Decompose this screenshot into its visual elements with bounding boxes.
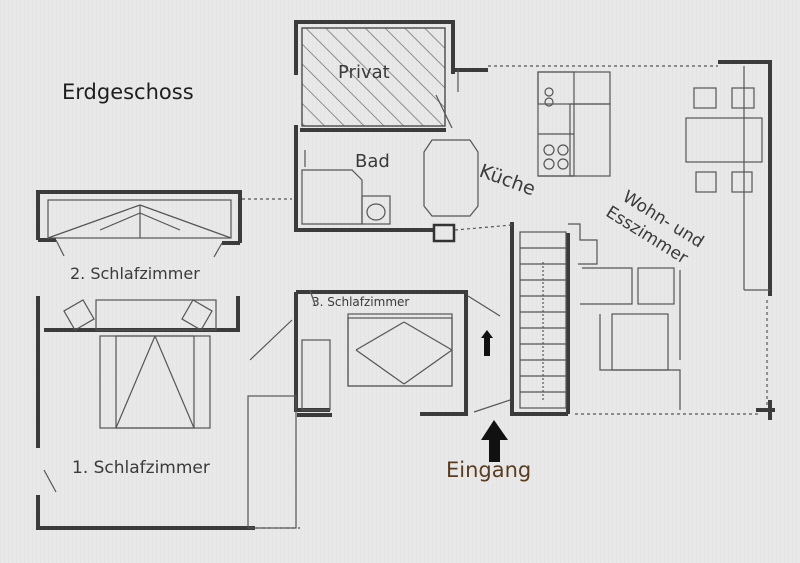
thin-lines [43,27,770,529]
arrows [481,330,508,462]
room-label-schlafzimmer-1: 1. Schlafzimmer [72,458,210,478]
room-label-schlafzimmer-2: 2. Schlafzimmer [70,264,200,283]
room-label-privat: Privat [338,62,390,83]
plan-title: Erdgeschoss [62,80,194,104]
room-label-schlafzimmer-3: 3. Schlafzimmer [312,295,410,309]
entrance-label: Eingang [446,458,532,482]
arrow-up-large-icon [489,438,500,462]
arrow-up-icon [481,330,493,356]
room-label-bad: Bad [355,151,390,172]
walls [36,20,775,530]
